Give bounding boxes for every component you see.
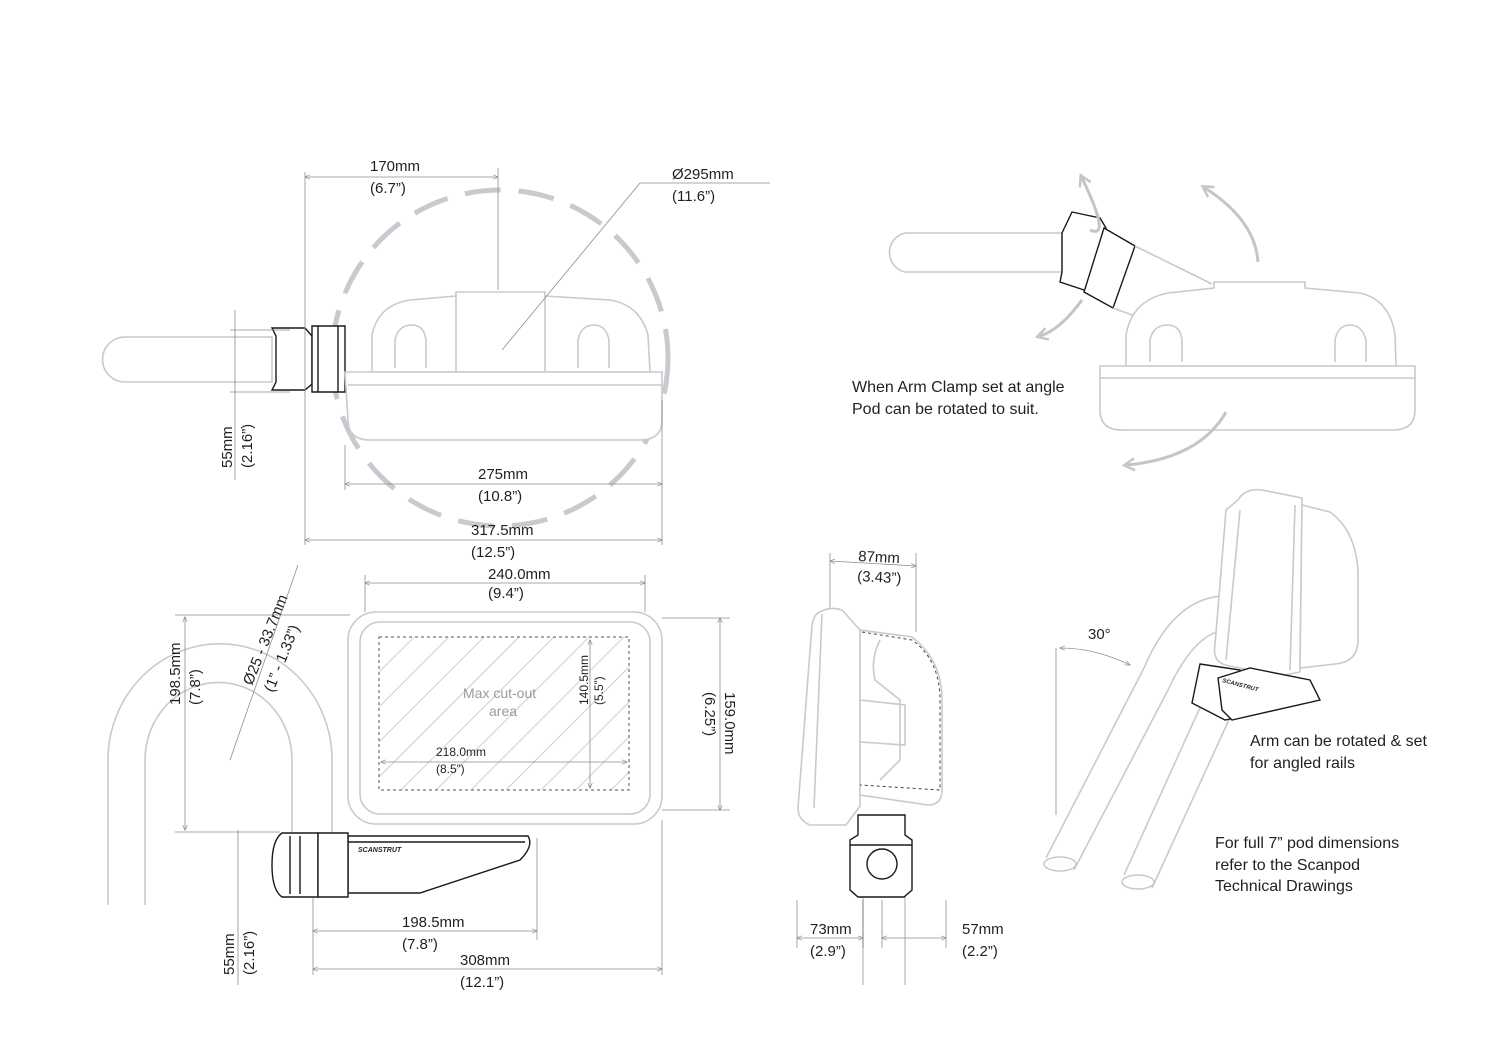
- dim-218-in: (8.5”): [436, 762, 465, 776]
- pod-face-top: [344, 371, 663, 441]
- note-rotate-2: Pod can be rotated to suit.: [852, 401, 1039, 418]
- dim-diameter: Ø295mm: [672, 166, 734, 183]
- dim-57-in: (2.2”): [962, 943, 998, 960]
- rotation-arrow-2: [1034, 299, 1084, 341]
- dim-198-v: 198.5mm: [167, 642, 184, 705]
- dim-198-h: 198.5mm: [402, 914, 465, 931]
- rotation-arrow-4: [1121, 411, 1228, 472]
- brand-arm-front: SCANSTRUT: [358, 847, 402, 854]
- clamp-top: [270, 327, 313, 391]
- dim-55-front-in: (2.16”): [241, 931, 258, 975]
- dim-57: 57mm: [962, 921, 1004, 938]
- dim-170-in: (6.7”): [370, 180, 406, 197]
- pod-side-face: [797, 607, 861, 826]
- rotation-circle: [329, 187, 671, 529]
- side-view: 87mm (3.43”) 73mm (2.9”) 57mm (2.2”): [797, 548, 1004, 985]
- cutout-label-1: Max cut-out: [463, 685, 536, 701]
- dim-140: 140.5mm: [577, 655, 591, 705]
- pod-side-body: [859, 629, 943, 806]
- dim-159: 159.0mm: [721, 692, 738, 755]
- rail-angled: [1045, 595, 1229, 859]
- dim-240: 240.0mm: [488, 566, 551, 583]
- dim-diameter-in: (11.6”): [672, 188, 715, 205]
- note-pod-3: Technical Drawings: [1215, 878, 1353, 895]
- note-rotate-1: When Arm Clamp set at angle: [852, 379, 1065, 396]
- note-arm-1: Arm can be rotated & set: [1250, 733, 1428, 750]
- dim-55-top: 55mm: [219, 426, 236, 468]
- dim-240-in: (9.4”): [488, 585, 524, 602]
- dim-308-in: (12.1”): [460, 974, 504, 991]
- dim-275: 275mm: [478, 466, 528, 483]
- note-arm-2: for angled rails: [1250, 755, 1355, 772]
- front-view: SCANSTRUT 240.0mm (9.4”) 159.0mm (6.25”)…: [107, 564, 738, 991]
- arm-front: [347, 835, 531, 894]
- dim-87-in: (3.43”): [857, 568, 902, 587]
- dim-198-h-in: (7.8”): [402, 936, 438, 953]
- rotation-arrow-3: [1200, 185, 1260, 263]
- dim-55-top-in: (2.16”): [239, 424, 256, 468]
- angle-30: 30°: [1088, 626, 1111, 643]
- note-pod-1: For full 7” pod dimensions: [1215, 835, 1399, 852]
- dim-73-in: (2.9”): [810, 943, 846, 960]
- angled-arm-view: When Arm Clamp set at angle Pod can be r…: [852, 173, 1416, 472]
- pod-angled: [1125, 281, 1397, 367]
- dim-87: 87mm: [858, 548, 901, 567]
- angled-rail-view: SCANSTRUT 30° Arm can be rotated & set f…: [1043, 488, 1428, 895]
- top-view: 170mm (6.7”) Ø295mm (11.6”) 55mm (2.16”)…: [101, 158, 770, 561]
- cutout-label-2: area: [489, 703, 517, 719]
- dim-170: 170mm: [370, 158, 420, 175]
- rail-bend: [107, 643, 333, 905]
- dim-317: 317.5mm: [471, 522, 534, 539]
- dim-317-in: (12.5”): [471, 544, 515, 561]
- dim-159-in: (6.25”): [701, 692, 718, 736]
- dim-218: 218.0mm: [436, 745, 486, 759]
- rotation-arrow-1: [1078, 173, 1101, 233]
- pod-front: [347, 611, 663, 825]
- dim-140-in: (5.5”): [592, 676, 606, 705]
- dim-73: 73mm: [810, 921, 852, 938]
- dim-275-in: (10.8”): [478, 488, 522, 505]
- dim-308: 308mm: [460, 952, 510, 969]
- clamp-front: [271, 832, 319, 898]
- note-pod-2: refer to the Scanpod: [1215, 857, 1360, 874]
- dim-55-front: 55mm: [221, 933, 238, 975]
- rail-top: [101, 336, 273, 383]
- dim-198-v-in: (7.8”): [187, 669, 204, 705]
